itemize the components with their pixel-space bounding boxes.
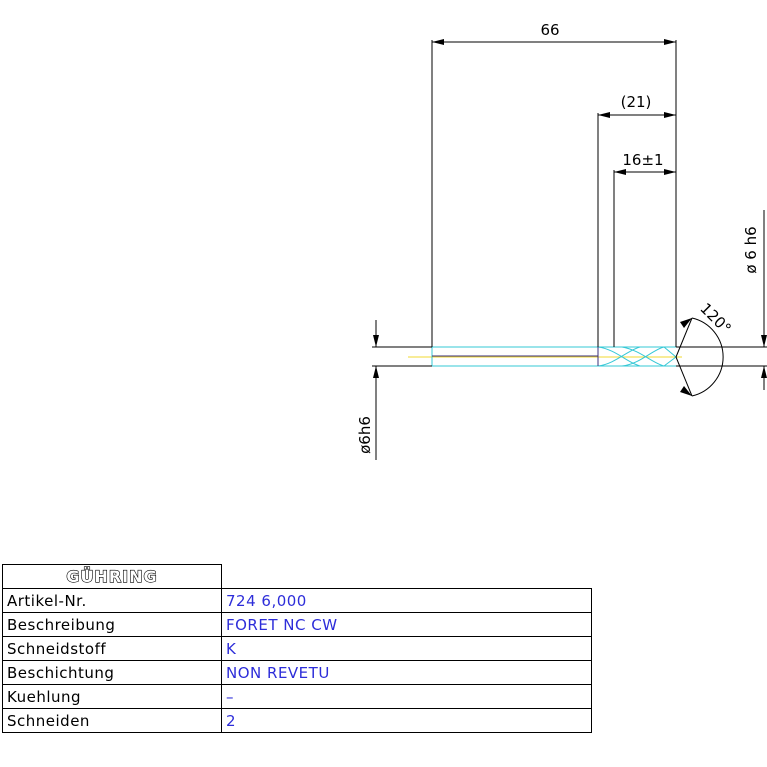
row-label: Schneiden	[2, 708, 222, 733]
dim-overall-length: 66	[540, 21, 559, 39]
dim-point-angle: 120°	[696, 299, 734, 337]
title-block: GÜHRING Artikel-Nr. 724 6,000 Beschreibu…	[2, 564, 592, 733]
row-value: K	[221, 636, 592, 661]
dim-body-diameter: ø6h6	[356, 416, 374, 454]
tool-body	[431, 346, 677, 367]
row-value: NON REVETU	[221, 660, 592, 685]
brand-empty-cell	[221, 564, 592, 589]
row-value: –	[221, 684, 592, 709]
table-row: Beschichtung NON REVETU	[2, 660, 592, 685]
dim-shank-diameter: ø 6 h6	[742, 226, 760, 273]
table-row: Schneidstoff K	[2, 636, 592, 661]
table-row: Schneiden 2	[2, 708, 592, 733]
table-row: Kuehlung –	[2, 684, 592, 709]
table-row: Beschreibung FORET NC CW	[2, 612, 592, 637]
brand-logo: GÜHRING	[66, 566, 158, 586]
row-label: Beschichtung	[2, 660, 222, 685]
angle-arrow-bottom	[680, 386, 692, 396]
row-value: FORET NC CW	[221, 612, 592, 637]
dim-usable-length: 16±1	[622, 151, 663, 169]
row-label: Beschreibung	[2, 612, 222, 637]
table-row: Artikel-Nr. 724 6,000	[2, 588, 592, 613]
title-block-brand-row: GÜHRING	[2, 564, 592, 589]
point-angle-dimension	[675, 317, 724, 397]
row-value: 724 6,000	[221, 588, 592, 613]
row-label: Kuehlung	[2, 684, 222, 709]
row-label: Schneidstoff	[2, 636, 222, 661]
brand-cell: GÜHRING	[2, 564, 222, 589]
extension-lines	[375, 40, 765, 460]
flute-lines	[432, 347, 599, 366]
row-value: 2	[221, 708, 592, 733]
dim-flute-length: (21)	[621, 93, 652, 111]
angle-arrow-top	[680, 318, 692, 328]
row-label: Artikel-Nr.	[2, 588, 222, 613]
